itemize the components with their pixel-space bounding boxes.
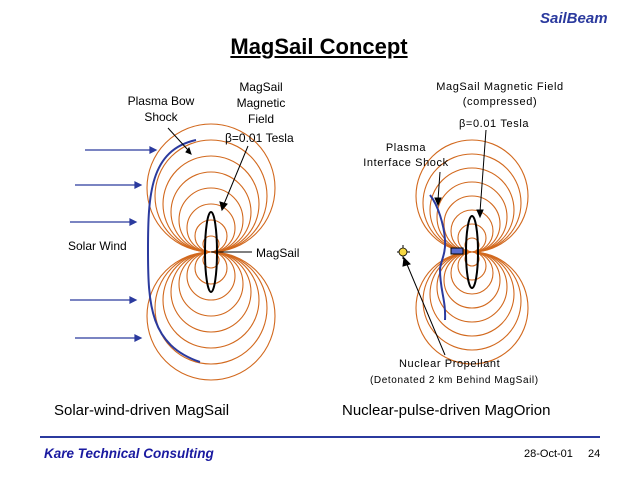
detonated-label: (Detonated 2 km Behind MagSail) — [370, 375, 539, 386]
right-interface-shock — [429, 194, 447, 321]
left-field-line1: MagSail — [239, 80, 283, 94]
field-loop — [154, 139, 268, 253]
magsail-label: MagSail — [256, 246, 300, 260]
field-loop — [422, 251, 522, 351]
footer-divider — [40, 436, 600, 438]
left-field-line2: Magnetic — [236, 96, 286, 110]
solar-wind-label: Solar Wind — [68, 239, 127, 253]
plasma-bow-shock-line1: Plasma Bow — [127, 94, 195, 108]
footer-date: 28-Oct-01 — [524, 448, 573, 460]
pointer-lines — [167, 127, 487, 356]
right-field-line1: MagSail Magnetic Field — [436, 81, 564, 93]
plasma-bow-shock-line2: Shock — [144, 110, 178, 124]
left-bow-shock — [146, 139, 201, 363]
interface-shock-line2: Interface Shock — [363, 157, 449, 169]
nuclear-propellant-label: Nuclear Propellant — [399, 358, 501, 370]
field-loop — [154, 251, 268, 365]
nuclear-propellant-icon — [397, 245, 410, 259]
footer-page-number: 24 — [588, 448, 601, 460]
left-caption: Solar-wind-driven MagSail — [54, 402, 230, 419]
right-beta-label: β=0.01 Tesla — [459, 118, 530, 130]
interface-shock-label: Plasma Interface Shock — [358, 141, 454, 171]
right-caption: Nuclear-pulse-driven MagOrion — [342, 402, 551, 419]
right-magsail-field-label: MagSail Magnetic Field (compressed) — [420, 80, 580, 110]
left-magsail-field-label: MagSail Magnetic Field — [226, 79, 296, 127]
right-field-line2: (compressed) — [462, 96, 538, 108]
plasma-bow-shock-label: Plasma Bow Shock — [116, 93, 206, 125]
brand-label: SailBeam — [540, 10, 608, 27]
solar-wind-arrows — [70, 146, 158, 342]
footer-company: Kare Technical Consulting — [44, 446, 214, 461]
left-field-line3: Field — [247, 112, 274, 126]
page-title: MagSail Concept — [230, 34, 408, 59]
right-magsail-loop — [465, 215, 479, 289]
interface-shock-line1: Plasma — [385, 142, 427, 154]
right-payload — [450, 247, 464, 255]
field-loop — [415, 251, 529, 365]
left-beta-label: β=0.01 Tesla — [225, 131, 294, 145]
right-field-lines — [415, 139, 529, 365]
